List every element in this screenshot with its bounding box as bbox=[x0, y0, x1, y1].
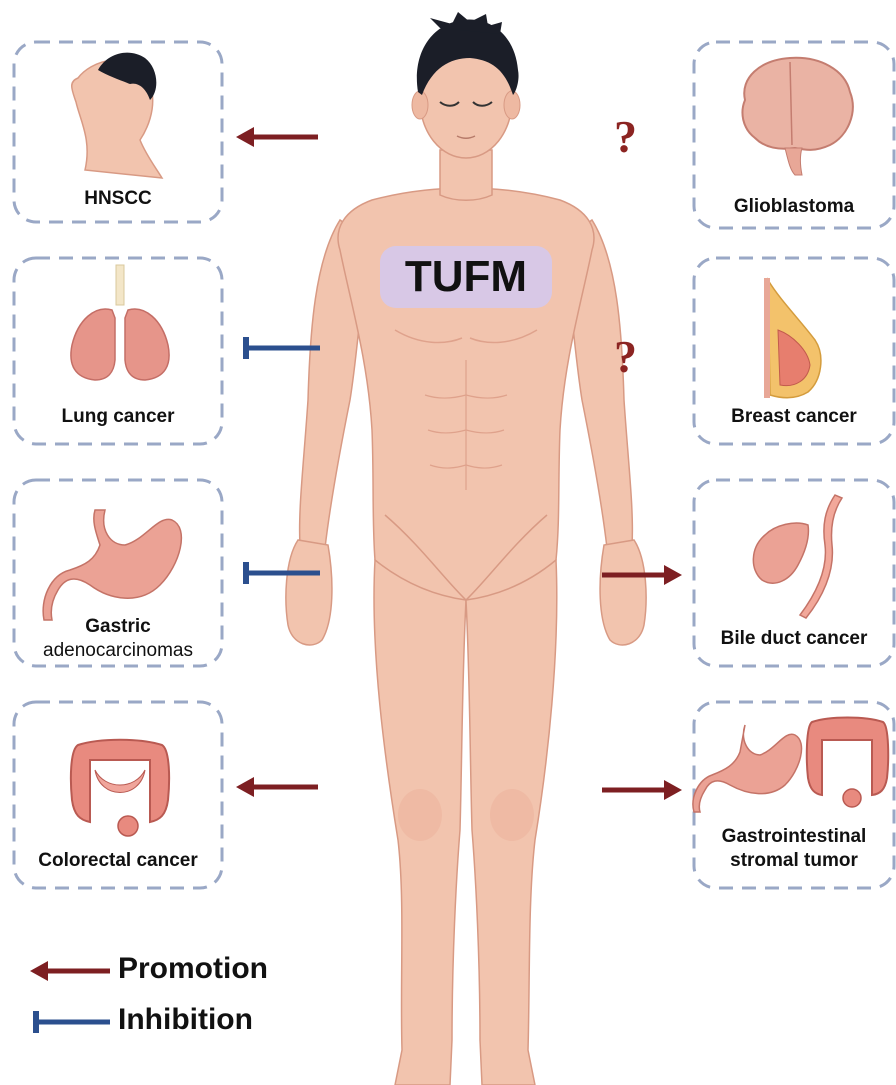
glioblastoma-label: Glioblastoma bbox=[694, 196, 894, 218]
legend-promotion-label: Promotion bbox=[118, 952, 268, 986]
legend-inhibition-label: Inhibition bbox=[118, 1003, 253, 1037]
gist-label-line1: Gastrointestinal bbox=[694, 826, 894, 848]
stomach-icon bbox=[43, 510, 181, 620]
lungs-icon bbox=[71, 265, 169, 380]
colorectal-promotion-arrow bbox=[236, 777, 318, 797]
tufm-label: TUFM bbox=[380, 246, 552, 308]
colorectal-cancer-label: Colorectal cancer bbox=[14, 850, 222, 872]
gallbladder-icon bbox=[753, 495, 842, 618]
breast-cancer-label: Breast cancer bbox=[694, 406, 894, 428]
adenocarcinomas-label: adenocarcinomas bbox=[14, 640, 222, 662]
colon-icon bbox=[71, 740, 169, 836]
breast-unknown-mark: ? bbox=[614, 330, 637, 383]
head-profile-icon bbox=[72, 53, 162, 178]
stomach-colon-icon bbox=[693, 718, 888, 813]
legend-inhibition-line bbox=[36, 1011, 110, 1033]
gist-label-line2: stromal tumor bbox=[694, 850, 894, 872]
gist-promotion-arrow bbox=[602, 780, 682, 800]
glioblastoma-unknown-mark: ? bbox=[614, 110, 637, 163]
breast-icon bbox=[764, 278, 821, 398]
hnscc-label: HNSCC bbox=[14, 188, 222, 210]
brain-icon bbox=[742, 58, 852, 175]
legend-promotion-arrow bbox=[30, 961, 110, 981]
lung-cancer-label: Lung cancer bbox=[14, 406, 222, 428]
lung-inhibition-line bbox=[246, 337, 320, 359]
bile-duct-cancer-label: Bile duct cancer bbox=[694, 628, 894, 650]
hnscc-promotion-arrow bbox=[236, 127, 318, 147]
gastric-label: Gastric bbox=[14, 616, 222, 638]
human-body-icon bbox=[286, 12, 646, 1085]
